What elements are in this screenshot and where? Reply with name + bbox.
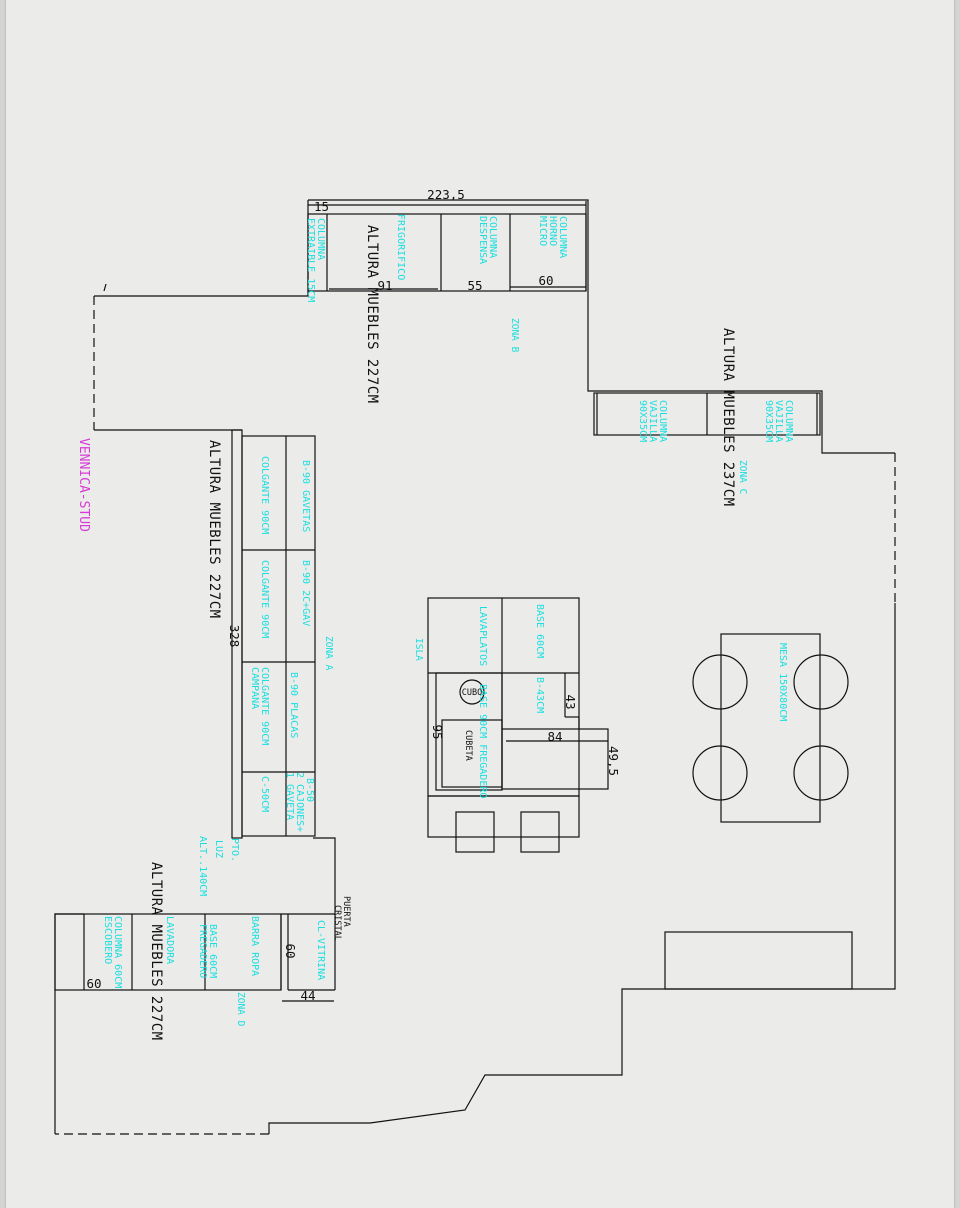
cabinet-label: COLGANTE 90CM <box>259 560 270 638</box>
dining-table <box>692 633 849 823</box>
dim-15: 15 <box>314 199 329 214</box>
room-walls <box>54 199 896 1135</box>
dim-49-5: 49,5 <box>606 746 621 776</box>
island-label-cubo: CUBO <box>462 688 482 698</box>
cabinet-label: VAJILLA <box>773 400 784 442</box>
pto-luz-label: PTO. <box>229 838 240 862</box>
dim-91: 91 <box>377 278 392 293</box>
dim-55: 55 <box>467 278 482 293</box>
dim-328: 328 <box>227 625 242 648</box>
dim-44: 44 <box>300 988 315 1003</box>
door-label: CRISTAL <box>332 905 342 941</box>
island <box>427 597 609 853</box>
cabinet-label: VAJILLA <box>647 400 658 442</box>
height-label-zona-c: ALTURA MUEBLES 237CM <box>720 328 736 507</box>
pto-luz-label: ALT..140CM <box>197 836 208 896</box>
dim-84: 84 <box>547 729 562 744</box>
zona-a-cabinets <box>231 429 316 839</box>
zona-b-cabinets <box>307 201 587 292</box>
dim-95: 95 <box>430 724 445 739</box>
zona-d-cabinets <box>54 913 336 1002</box>
cabinet-label: FRIGORIFICO <box>395 214 406 280</box>
height-label-zona-b: ALTURA MUEBLES 227CM <box>364 225 380 404</box>
cabinet-label: MICRO <box>537 216 548 246</box>
cabinet-label: CAMPANA <box>249 667 260 709</box>
cabinet-label: COLUMNA <box>657 400 668 442</box>
zona-c-cabinets <box>593 392 821 436</box>
island-label-lavaplatos: LAVAPLATOS <box>477 606 488 666</box>
cabinet-label: BASE 60CM <box>207 924 218 978</box>
drawing-sheet <box>6 0 954 1208</box>
cabinet-label: C-50CM <box>259 776 270 812</box>
cabinet-label: LAVADORA <box>164 916 175 964</box>
cabinet-label: COLUMNA <box>557 216 568 258</box>
zone-label-c: ZONA C <box>737 460 748 494</box>
island-label-cubeta: CUBETA <box>463 730 473 761</box>
cabinet-label: HORNO <box>547 216 558 246</box>
cabinet-label: COLGANTE 90CM <box>259 667 270 745</box>
cabinet-label: COLGANTE 90CM <box>259 456 270 534</box>
cabinet-label: BARRA ROPA <box>249 916 260 976</box>
cabinet-label: 2 CAJONES+ <box>294 772 305 832</box>
zone-label-b: ZONA B <box>509 318 520 353</box>
cabinet-label: 90X35CM <box>637 400 648 442</box>
table-label: MESA 150X80CM <box>777 643 788 721</box>
cabinet-label: COLUMNA 60CM <box>112 916 123 988</box>
dim-43: 43 <box>563 694 578 709</box>
cabinet-label: B-90 PLACAS <box>288 672 299 738</box>
cabinet-label: DESPENSA <box>477 216 488 264</box>
island-label-base-60: BASE 60CM <box>534 604 545 658</box>
height-label-zona-a: ALTURA MUEBLES 227CM <box>206 440 222 619</box>
zone-label-d: ZONA D <box>235 992 246 1027</box>
zone-label-isla: ISLA <box>413 638 424 661</box>
door-label: PUERTA <box>341 896 351 927</box>
zone-label-a: ZONA A <box>323 636 334 671</box>
dim-60-bottom: 60 <box>86 976 101 991</box>
cabinet-label: B-90 2C+GAV <box>300 560 311 626</box>
dim-60-vertical: 60 <box>283 943 298 958</box>
island-label-base-90: BASE 90CM FREGADERO <box>477 684 488 798</box>
cabinet-label: COLUMNA <box>315 218 326 260</box>
cabinet-label: EXTRAIBLE 15CM <box>305 218 316 302</box>
cabinet-label: FREGADERO <box>197 924 208 978</box>
title-stamp: VENNICA-STUD <box>76 438 91 532</box>
cabinet-label: CL-VITRINA <box>315 920 326 980</box>
dim-60: 60 <box>538 273 553 288</box>
cabinet-label: 90X35CM <box>763 400 774 442</box>
cabinet-label: ESCOBERO <box>102 916 113 964</box>
cabinet-label: 1 GAVETA <box>284 772 295 820</box>
cabinet-label: B-90 GAVETAS <box>300 460 311 532</box>
island-label-b-43: B-43CM <box>534 677 545 713</box>
cabinet-label: COLUMNA <box>487 216 498 258</box>
pto-luz-label: LUZ <box>213 840 224 858</box>
height-label-zona-d: ALTURA MUEBLES 227CM <box>148 862 164 1041</box>
dim-223-5: 223,5 <box>427 187 465 202</box>
cabinet-label: COLUMNA <box>783 400 794 442</box>
cabinet-label: B-50 <box>304 778 315 802</box>
wall-unit <box>664 931 853 990</box>
